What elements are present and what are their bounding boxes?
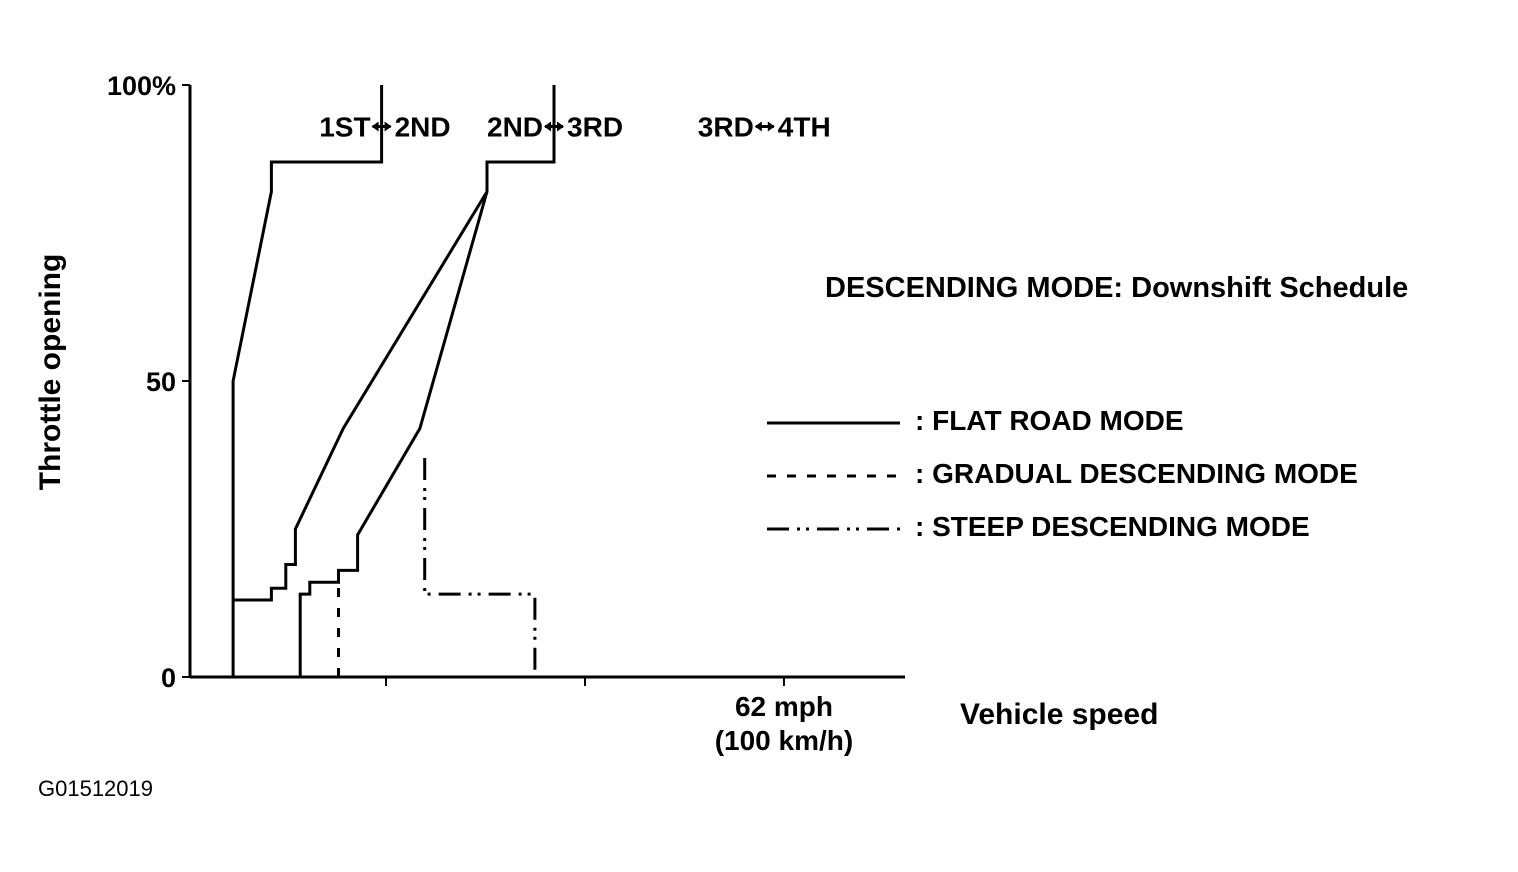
series-line-flat-road-mode [231, 85, 384, 677]
legend-label: : FLAT ROAD MODE [915, 405, 1184, 436]
shift-arrow-head-right [557, 121, 565, 132]
shift-from-label: 1ST [319, 111, 370, 142]
series-line-steep-descending-mode [423, 458, 537, 677]
legend-label: : STEEP DESCENDING MODE [915, 511, 1310, 542]
chart-title: DESCENDING MODE: Downshift Schedule [825, 272, 1408, 304]
figure-id: G01512019 [38, 776, 153, 801]
shift-labels: 1ST 2ND 2ND 3RD 3RD 4TH [319, 111, 830, 142]
legend-entry: : STEEP DESCENDING MODE [767, 511, 1310, 542]
y-tick-label: 100% [107, 71, 176, 101]
legend-label: : GRADUAL DESCENDING MODE [915, 458, 1358, 489]
y-ticks: 0 50 100% [107, 71, 190, 693]
x-tick-label: 62 mph [735, 691, 833, 722]
legend: : FLAT ROAD MODE : GRADUAL DESCENDING MOD… [767, 405, 1358, 542]
series-line-flat-road-mode [233, 85, 556, 602]
shift-label: 3RD 4TH [698, 111, 831, 142]
shift-arrow-head-right [767, 121, 775, 132]
shift-arrow-head-left [754, 121, 762, 132]
shift-from-label: 3RD [698, 111, 754, 142]
series-layer [231, 85, 556, 677]
shift-label: 2ND 3RD [487, 111, 623, 142]
y-tick-label: 0 [161, 663, 176, 693]
shift-to-label: 3RD [567, 111, 623, 142]
shift-arrow-head-right [384, 121, 392, 132]
y-axis-label: Throttle opening [34, 254, 67, 491]
legend-entry: : GRADUAL DESCENDING MODE [767, 458, 1358, 489]
shift-from-label: 2ND [487, 111, 543, 142]
shift-arrow-head-left [544, 121, 552, 132]
shift-arrow-head-left [371, 121, 379, 132]
shift-to-label: 2ND [395, 111, 451, 142]
legend-entry: : FLAT ROAD MODE [767, 405, 1184, 436]
shift-label: 1ST 2ND [319, 111, 450, 142]
x-tick-sublabel: (100 km/h) [715, 725, 854, 756]
y-tick-label: 50 [146, 367, 176, 397]
x-axis-label: Vehicle speed [960, 698, 1158, 731]
x-ticks: 62 mph(100 km/h) [715, 677, 854, 756]
shift-to-label: 4TH [778, 111, 831, 142]
axes [188, 85, 905, 686]
